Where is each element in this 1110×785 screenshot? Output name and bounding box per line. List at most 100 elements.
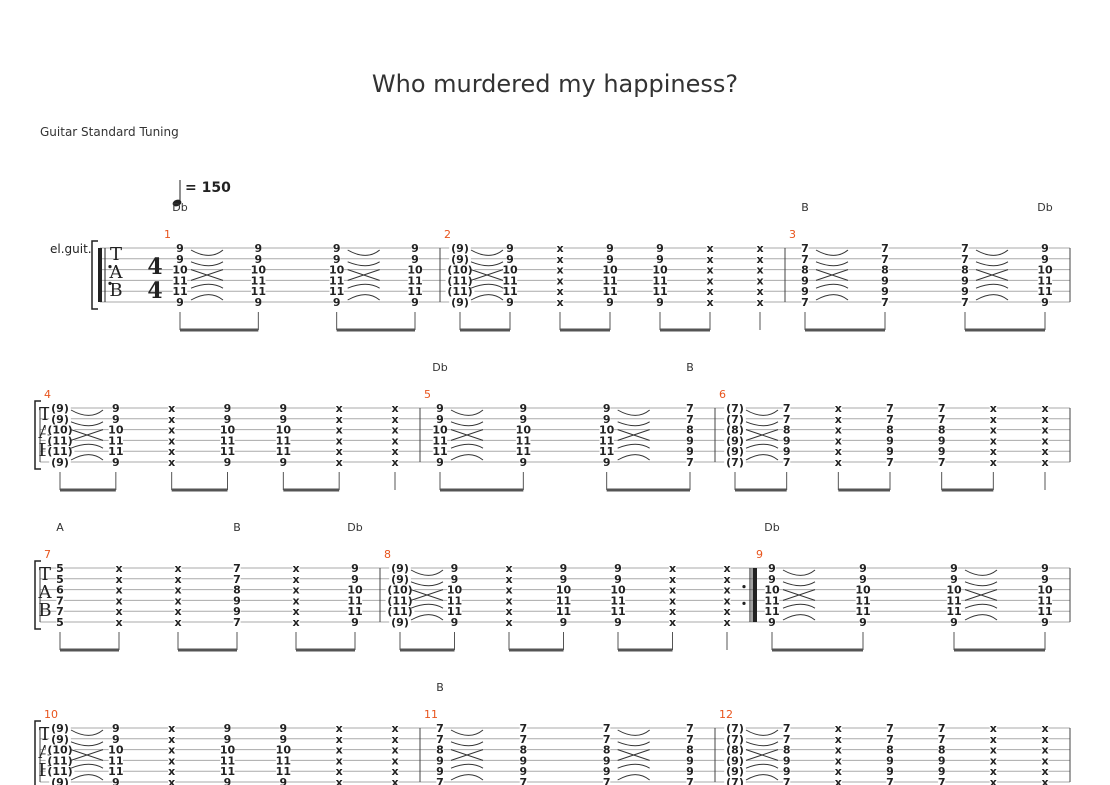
measure-number: 2 (444, 228, 451, 241)
fret-number: x (669, 573, 676, 586)
fret-bg (961, 297, 969, 307)
fret-bg (1041, 297, 1049, 307)
slide-cross (70, 749, 104, 761)
fret-bg (519, 777, 527, 785)
fret-number: 11 (329, 274, 344, 287)
fret-number: x (1041, 765, 1048, 778)
fret-bg (112, 457, 120, 467)
fret-number: 9 (112, 402, 120, 415)
fret-number: 11 (407, 274, 422, 287)
fret-bg (168, 435, 176, 446)
fret-number: 9 (783, 445, 791, 458)
fret-number: x (990, 424, 997, 437)
fret-number: 7 (801, 296, 809, 309)
fret-number: x (391, 765, 398, 778)
fret-bg (938, 733, 946, 744)
fret-bg (946, 595, 962, 606)
fret-number: 9 (506, 296, 514, 309)
fret-number: x (168, 413, 175, 426)
arc-bottom (815, 294, 849, 301)
fret-bg (886, 766, 894, 777)
fret-number: (7) (726, 733, 744, 746)
fret-number: 9 (506, 253, 514, 266)
fret-bg (223, 723, 232, 733)
fret-bg (449, 253, 471, 264)
fret-bg (989, 755, 997, 766)
fret-number: 9 (1041, 242, 1049, 255)
fret-number: x (115, 573, 122, 586)
fret-bg (112, 413, 120, 424)
fret-number: 7 (881, 253, 889, 266)
fret-number: 9 (520, 402, 528, 415)
fret-bg (989, 733, 997, 744)
fret-number: 10 (329, 264, 345, 277)
slide-cross (470, 269, 504, 281)
fret-bg (834, 777, 842, 785)
fret-number: x (835, 765, 842, 778)
fret-number: (11) (47, 765, 72, 778)
fret-number: x (168, 776, 175, 785)
fret-bg (783, 424, 791, 435)
fret-number: x (706, 242, 713, 255)
fret-bg (706, 253, 714, 264)
arc-top (410, 569, 444, 576)
fret-number: 7 (603, 733, 611, 746)
fret-bg (610, 606, 626, 617)
fret-bg (220, 755, 235, 766)
arc-top (815, 249, 849, 256)
arc-mid-bottom (450, 443, 484, 449)
arc-top (190, 249, 224, 256)
fret-number: x (174, 616, 181, 629)
fret-number: 9 (768, 573, 776, 586)
fret-bg (1041, 457, 1049, 467)
arc-top (617, 409, 650, 416)
fret-number: 7 (436, 722, 444, 735)
fret-bg (335, 424, 343, 435)
fret-number: 8 (938, 744, 946, 757)
arc-bottom (782, 614, 816, 621)
fret-bg (506, 297, 514, 307)
fret-number: x (756, 285, 763, 298)
fret-bg (449, 243, 471, 253)
fret-number: 10 (764, 584, 780, 597)
fret-bg (855, 606, 871, 617)
fret-number: x (505, 605, 512, 618)
fret-number: x (505, 584, 512, 597)
fret-number: x (1041, 402, 1048, 415)
fret-number: x (292, 584, 299, 597)
fret-number: x (168, 722, 175, 735)
fret-bg (49, 403, 71, 413)
fret-number: 9 (560, 562, 568, 575)
fret-number: 11 (855, 605, 870, 618)
fret-bg (834, 723, 842, 733)
fret-bg (220, 766, 235, 777)
fret-number: x (835, 413, 842, 426)
fret-number: 9 (859, 573, 867, 586)
fret-bg (172, 286, 188, 297)
fret-number: 9 (520, 456, 528, 469)
fret-number: 10 (220, 424, 236, 437)
chord-name: A (56, 521, 64, 534)
fret-bg (391, 777, 399, 785)
fret-bg (881, 243, 889, 253)
fret-bg (1041, 435, 1049, 446)
fret-bg (115, 606, 123, 617)
fret-number: 11 (764, 605, 779, 618)
fret-bg (706, 264, 714, 275)
fret-bg (333, 297, 341, 307)
repeat-dot (742, 585, 746, 589)
arc-mid-top (70, 421, 104, 427)
slide-cross (745, 749, 779, 761)
fret-number: x (505, 562, 512, 575)
fret-number: x (1041, 456, 1048, 469)
fret-bg (436, 457, 444, 467)
fret-bg (723, 584, 731, 595)
fret-number: 7 (961, 296, 969, 309)
arc-mid-bottom (815, 283, 849, 289)
fret-bg (1041, 755, 1049, 766)
fret-number: 6 (56, 584, 64, 597)
fret-bg (606, 297, 614, 307)
fret-bg (251, 264, 266, 275)
fret-number: x (556, 242, 563, 255)
fret-bg (834, 446, 842, 457)
